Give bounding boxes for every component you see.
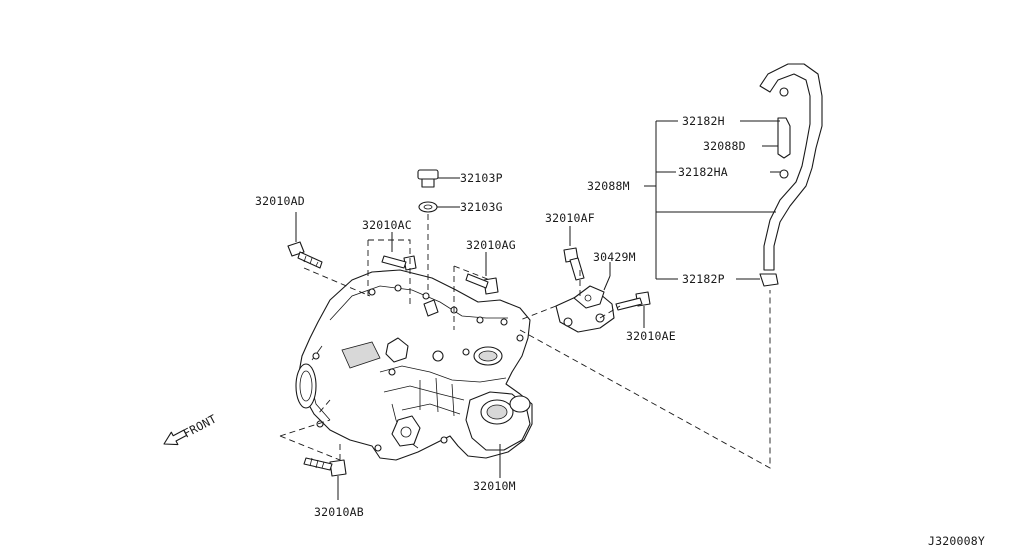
label-32010AC: 32010AC [362, 218, 412, 232]
bolt-32010AF [563, 226, 585, 281]
breather-cap [417, 169, 460, 188]
label-32010AG: 32010AG [466, 238, 516, 252]
bolt-32010AB [303, 457, 347, 500]
bolt-32010AE [615, 291, 651, 328]
bolt-32010AG [465, 252, 499, 295]
breather-gasket [418, 201, 460, 213]
label-32010M: 32010M [473, 479, 516, 493]
front-arrow [163, 429, 188, 446]
label-32182P: 32182P [682, 272, 725, 286]
label-32010AD: 32010AD [255, 194, 305, 208]
front-label: FRONT [181, 412, 219, 441]
label-32088D: 32088D [703, 139, 746, 153]
diagram-id: J320008Y [928, 534, 985, 548]
bolt-32010AD [287, 212, 323, 269]
label-32182HA: 32182HA [678, 165, 728, 179]
bolt-32010AC [381, 232, 417, 271]
label-32088M: 32088M [587, 179, 630, 193]
transmission-case [295, 269, 533, 461]
breather-hose [759, 63, 823, 287]
label-32103G: 32103G [460, 200, 503, 214]
label-32010AF: 32010AF [545, 211, 595, 225]
label-32010AB: 32010AB [314, 505, 364, 519]
label-32103P: 32103P [460, 171, 503, 185]
label-32182H: 32182H [682, 114, 725, 128]
label-32010AE: 32010AE [626, 329, 676, 343]
label-30429M: 30429M [593, 250, 636, 264]
mount-bracket [555, 262, 615, 333]
